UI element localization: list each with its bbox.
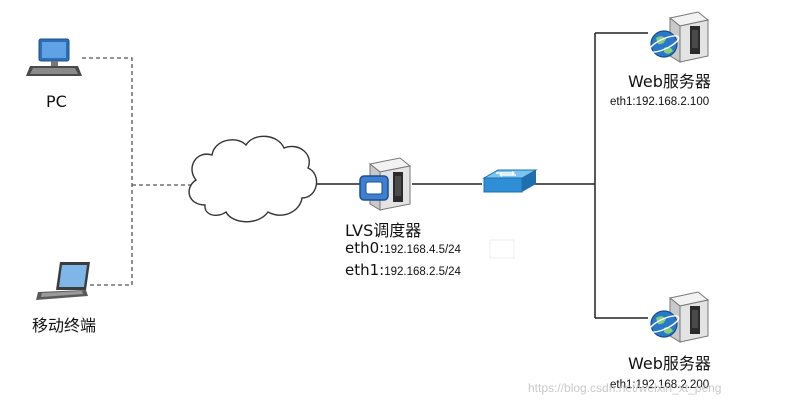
web-server-2-icon xyxy=(648,291,710,343)
web-server-1-icon xyxy=(648,11,710,63)
lvs-eth1-ip: 192.168.2.5/24 xyxy=(384,266,461,278)
lvs-eth0-ip: 192.168.4.5/24 xyxy=(384,244,461,256)
lvs-eth0-name: eth0: xyxy=(345,239,385,257)
pc-dashed-link xyxy=(82,57,133,286)
web-server-1-label: Web服务器 xyxy=(628,72,711,91)
faint-box xyxy=(489,239,515,259)
solid-links xyxy=(312,32,648,319)
lvs-eth1-line: eth1:192.168.2.5/24 xyxy=(345,260,461,279)
web-server-1-ip: eth1:192.168.2.100 xyxy=(610,96,710,108)
cloud-icon xyxy=(188,135,318,223)
lvs-server-icon xyxy=(359,157,412,211)
dashed-links xyxy=(82,57,192,286)
lvs-label: LVS调度器 xyxy=(345,221,422,240)
switch-icon xyxy=(482,169,538,193)
web-server-2-label: Web服务器 xyxy=(628,354,711,373)
mobile-terminal-label: 移动终端 xyxy=(32,316,97,335)
lvs-eth0-line: eth0:192.168.4.5/24 xyxy=(345,238,461,257)
lvs-eth1-name: eth1: xyxy=(345,261,385,279)
pc-label: PC xyxy=(46,92,67,111)
laptop-icon xyxy=(36,262,90,300)
watermark: https://blog.csdn.net/weixin_xt_peng xyxy=(528,381,722,395)
pc-icon xyxy=(26,38,82,76)
web-server-2-ip: eth1:192.168.2.200 xyxy=(610,379,710,391)
